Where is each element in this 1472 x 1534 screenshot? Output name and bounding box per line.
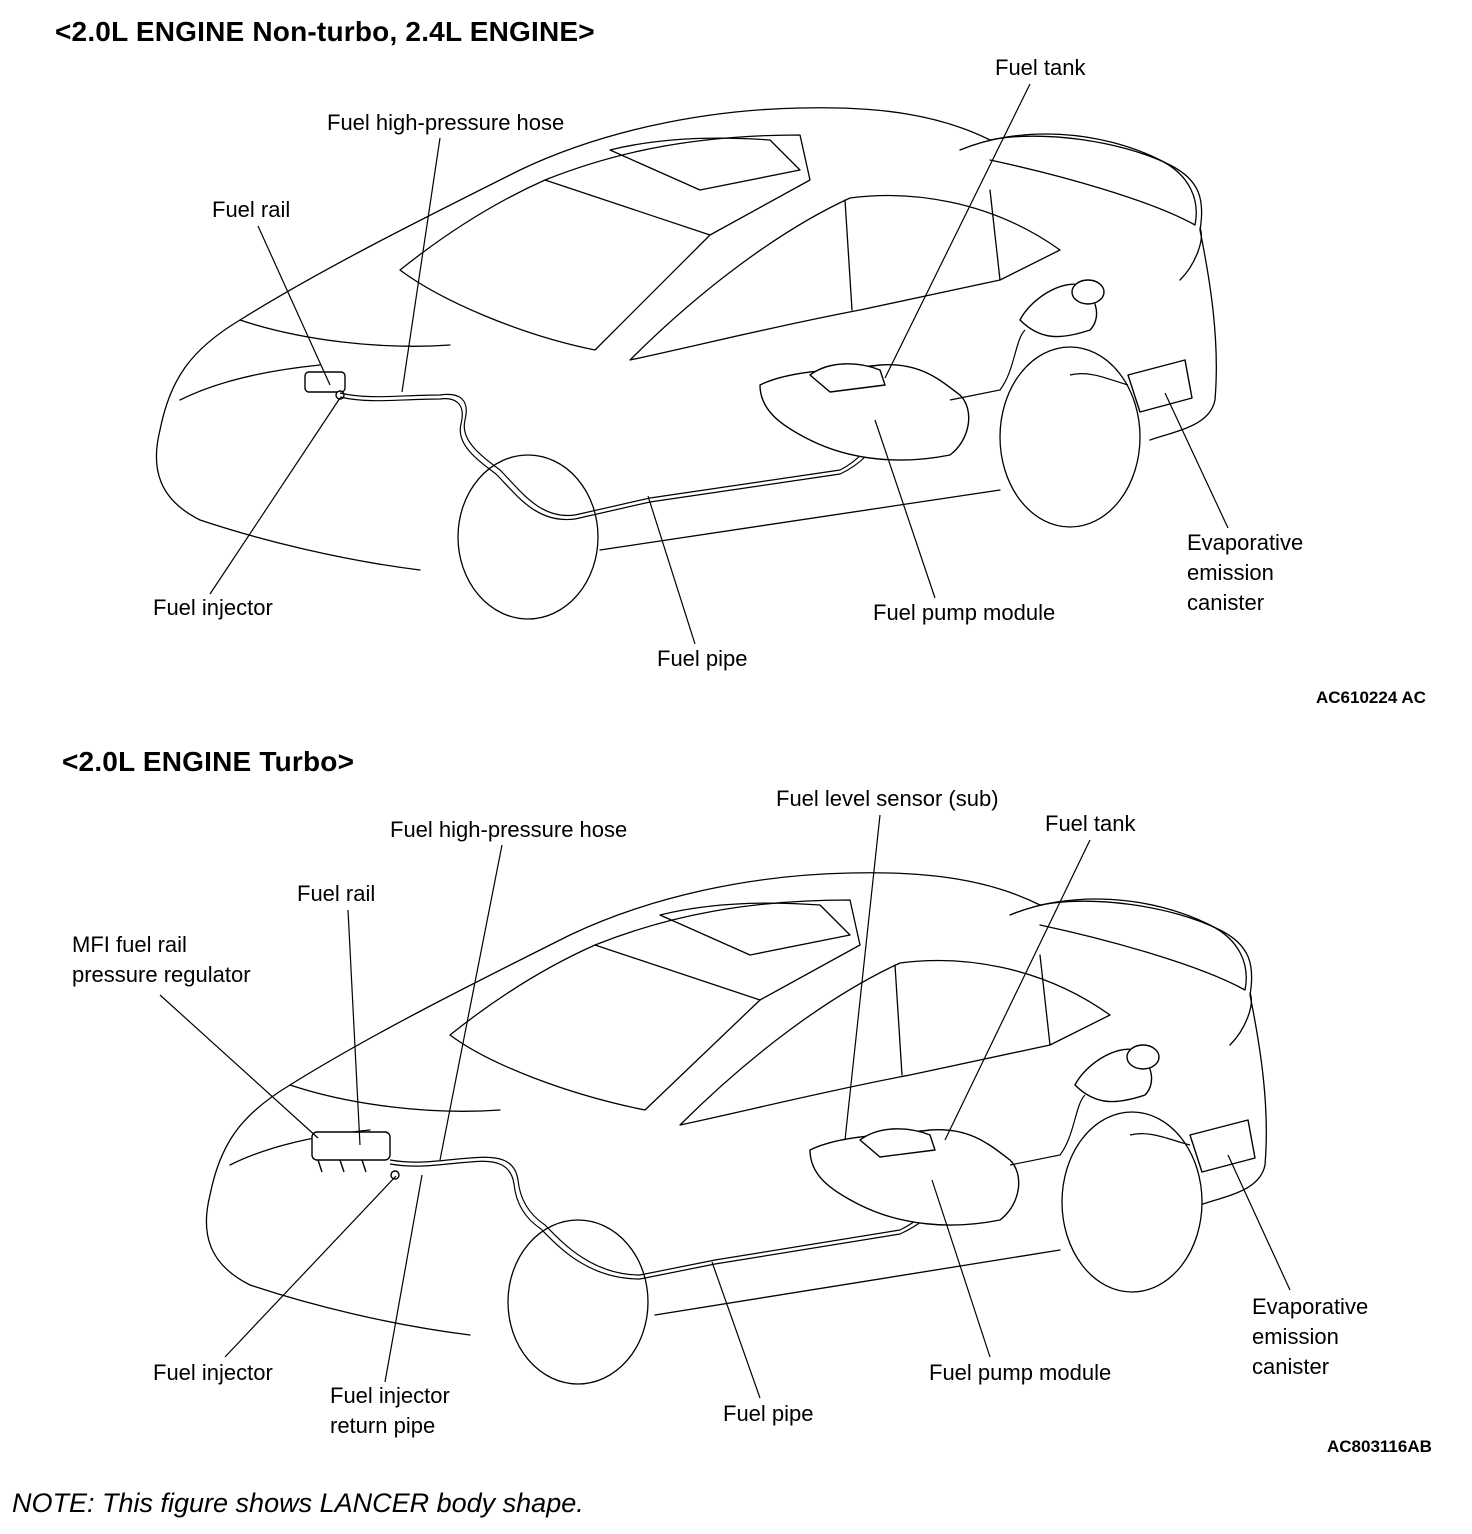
label-fuel-high-pressure-hose-bottom: Fuel high-pressure hose	[390, 817, 628, 842]
label-fuel-tank-top: Fuel tank	[995, 55, 1086, 80]
rear-wheel-top	[999, 346, 1141, 528]
leader-fuel-tank-top	[884, 83, 1031, 379]
diagram2-title: <2.0L ENGINE Turbo>	[62, 746, 355, 777]
leader-hose-bottom	[439, 844, 503, 1161]
leader-hose-top	[401, 137, 441, 393]
leader-level-sensor	[844, 814, 881, 1141]
fuel-rail-assembly-bottom	[311, 1131, 641, 1280]
fuel-rail-assembly-top	[304, 371, 576, 521]
label-fuel-high-pressure-hose-top: Fuel high-pressure hose	[327, 110, 565, 135]
leader-rail-bottom	[347, 909, 361, 1146]
rear-wheel-bottom	[1061, 1111, 1203, 1293]
label-fuel-pump-module-bottom: Fuel pump module	[929, 1360, 1112, 1385]
label-fuel-injector-return-pipe: Fuel injector return pipe	[330, 1383, 450, 1438]
front-wheel-top	[457, 454, 599, 620]
leader-canister-bottom	[1227, 1154, 1291, 1291]
leader-injector-bottom	[224, 1175, 397, 1358]
leader-fuel-tank-bottom	[944, 839, 1091, 1141]
diagram1-code: AC610224 AC	[1316, 688, 1426, 707]
front-wheel-bottom	[507, 1219, 649, 1385]
leader-canister-top	[1164, 392, 1229, 529]
label-fuel-pipe-top: Fuel pipe	[657, 646, 748, 671]
label-evap-canister-bottom: Evaporative emission canister	[1252, 1294, 1369, 1379]
label-mfi-regulator: MFI fuel rail pressure regulator	[72, 932, 251, 987]
leader-pipe-top	[647, 495, 696, 645]
label-fuel-level-sensor: Fuel level sensor (sub)	[776, 786, 999, 811]
leader-regulator	[159, 994, 319, 1139]
car-body-bottom	[205, 872, 1267, 1336]
label-fuel-pipe-bottom: Fuel pipe	[723, 1401, 814, 1426]
leader-rail-top	[257, 225, 331, 386]
leader-return-pipe	[384, 1174, 423, 1383]
label-fuel-pump-module-top: Fuel pump module	[873, 600, 1056, 625]
label-fuel-injector-bottom: Fuel injector	[153, 1360, 273, 1385]
diagram2-code: AC803116AB	[1327, 1437, 1432, 1456]
evap-canister-bottom	[1189, 1119, 1256, 1173]
car-body-top	[155, 107, 1217, 571]
label-evap-canister-top: Evaporative emission canister	[1187, 530, 1304, 615]
leader-pump-bottom	[931, 1179, 991, 1358]
leader-pipe-bottom	[711, 1261, 761, 1399]
label-fuel-rail-bottom: Fuel rail	[297, 881, 376, 906]
note-text: NOTE: This figure shows LANCER body shap…	[12, 1488, 584, 1518]
diagram1-title: <2.0L ENGINE Non-turbo, 2.4L ENGINE>	[55, 16, 595, 47]
label-fuel-tank-bottom: Fuel tank	[1045, 811, 1136, 836]
leader-pump-top	[874, 419, 936, 599]
leader-injector-top	[209, 397, 341, 595]
evap-canister-top	[1127, 359, 1193, 413]
label-fuel-rail-top: Fuel rail	[212, 197, 291, 222]
label-fuel-injector-top: Fuel injector	[153, 595, 273, 620]
